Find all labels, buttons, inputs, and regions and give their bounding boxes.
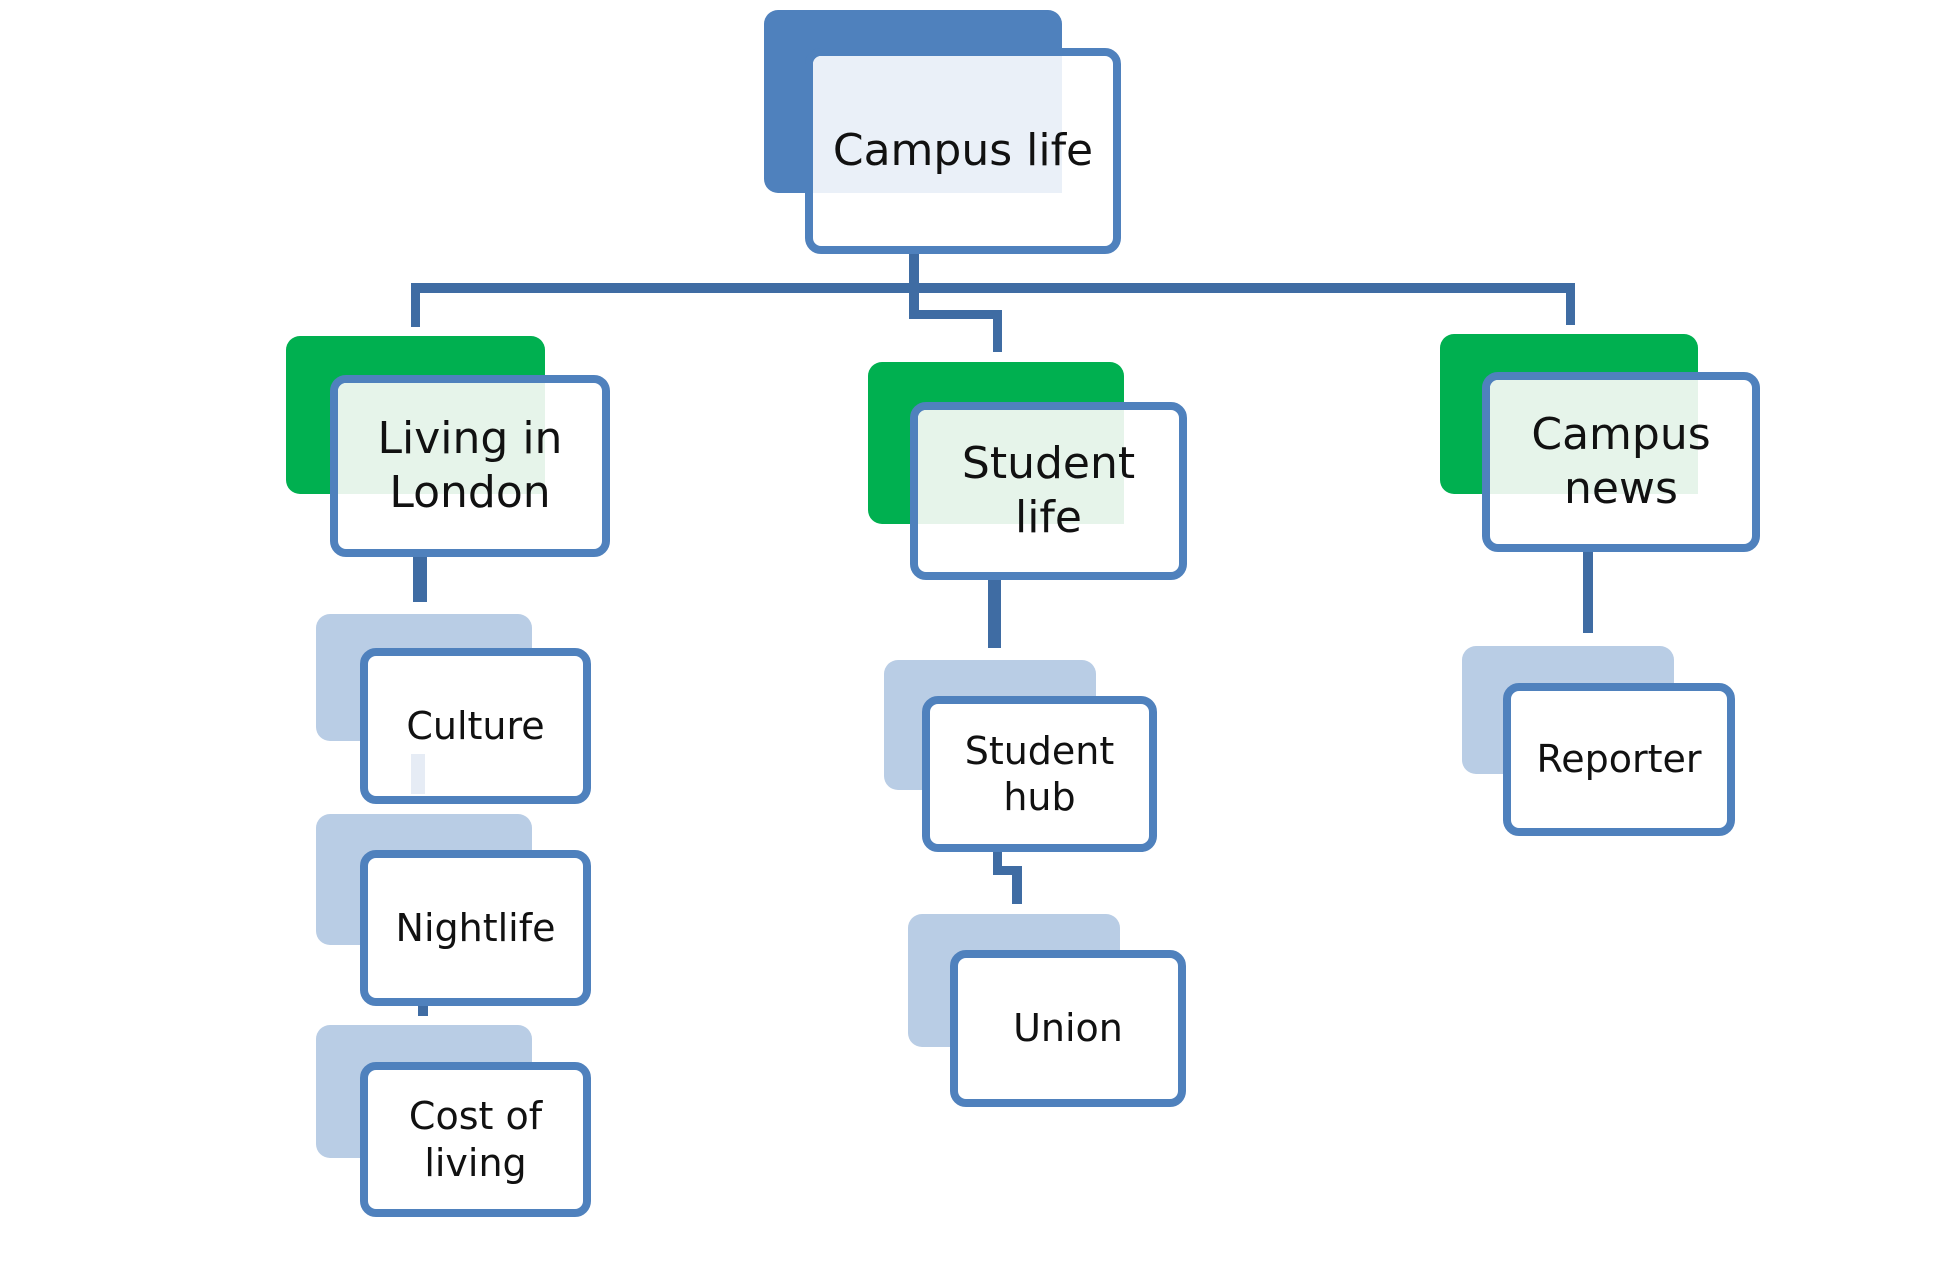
node-label: Student hub <box>964 728 1115 819</box>
node-label: Nightlife <box>395 905 556 950</box>
node-reporter[interactable]: Reporter <box>1503 683 1735 836</box>
node-label: Cost of living <box>408 1094 543 1185</box>
node-living-in-london[interactable]: Living in London <box>330 375 610 557</box>
node-campus-life[interactable]: Campus life <box>805 48 1121 254</box>
connector-hub-to-union-b <box>993 866 1021 875</box>
node-tint <box>338 383 545 494</box>
pale-stub <box>411 754 425 794</box>
node-label: Reporter <box>1536 737 1702 782</box>
node-cost-of-living[interactable]: Cost of living <box>360 1062 591 1217</box>
node-student-life[interactable]: Student life <box>910 402 1187 580</box>
node-label: Living in London <box>377 413 563 518</box>
connector-to-student-life <box>993 310 1002 352</box>
connector-to-campus-news <box>1566 283 1575 325</box>
connector-step-horizontal <box>909 310 1001 319</box>
connector-hub-to-union-a <box>993 846 1002 874</box>
node-tint <box>1490 380 1698 494</box>
connector-news-to-reporter <box>1583 547 1593 633</box>
connector-living-to-culture <box>413 552 427 602</box>
connector-nightlife-to-cost <box>418 1000 428 1016</box>
node-tint <box>813 56 1062 193</box>
connector-to-living-in-london <box>411 283 420 327</box>
connector-studentlife-to-hub <box>988 575 1001 648</box>
node-student-hub[interactable]: Student hub <box>922 696 1157 852</box>
node-culture[interactable]: Culture <box>360 648 591 804</box>
node-label: Culture <box>406 703 545 748</box>
node-label: Union <box>1013 1006 1123 1051</box>
connector-main-horizontal <box>411 283 1575 293</box>
node-label: Campus life <box>832 125 1094 177</box>
node-campus-news[interactable]: Campus news <box>1482 372 1760 552</box>
node-nightlife[interactable]: Nightlife <box>360 850 591 1006</box>
connector-hub-to-union-c <box>1012 866 1022 904</box>
node-label: Student life <box>961 438 1136 543</box>
node-tint <box>918 410 1124 524</box>
node-label: Campus news <box>1531 409 1711 514</box>
node-union[interactable]: Union <box>950 950 1186 1107</box>
